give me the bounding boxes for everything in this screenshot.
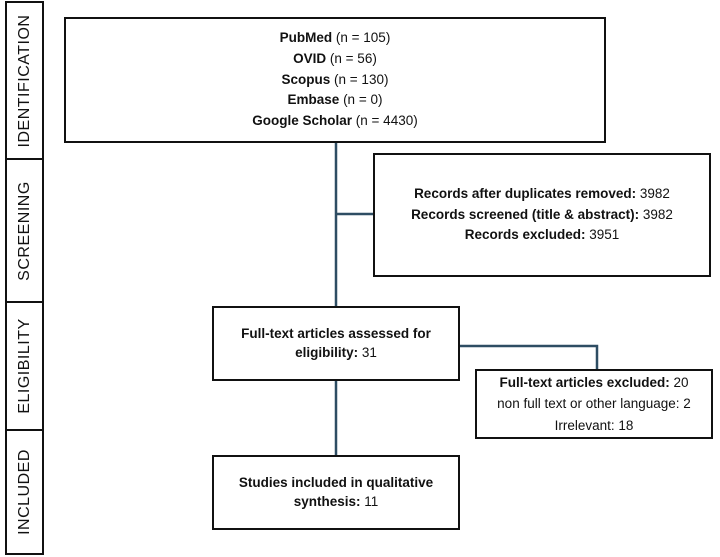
excluded-reason: non full text or other language: 2 xyxy=(497,396,691,412)
source-row: OVID (n = 56) xyxy=(293,50,377,66)
phase-label-identification: IDENTIFICATION xyxy=(15,14,33,147)
phase-label-eligibility: ELIGIBILITY xyxy=(15,318,33,414)
eligibility-box: Full-text articles assessed for eligibil… xyxy=(212,306,460,381)
source-row: Scopus (n = 130) xyxy=(281,71,389,87)
source-row: PubMed (n = 105) xyxy=(279,29,391,45)
screening-box: Records after duplicates removed: 3982 R… xyxy=(373,153,711,277)
screening-row: Records screened (title & abstract): 398… xyxy=(411,206,673,222)
phase-eligibility: ELIGIBILITY xyxy=(5,301,44,431)
included-text: Studies included in qualitative synthesi… xyxy=(238,475,434,509)
excluded-heading: Full-text articles excluded: 20 xyxy=(499,374,689,390)
phase-screening: SCREENING xyxy=(5,158,44,303)
screening-row: Records excluded: 3951 xyxy=(464,227,620,243)
phase-included: INCLUDED xyxy=(5,429,44,555)
phase-label-screening: SCREENING xyxy=(15,180,33,281)
identification-box: PubMed (n = 105) OVID (n = 56) Scopus (n… xyxy=(64,17,606,143)
phase-label-included: INCLUDED xyxy=(15,449,33,535)
connector-to-excluded xyxy=(459,344,599,369)
screening-row: Records after duplicates removed: 3982 xyxy=(414,185,670,201)
included-box: Studies included in qualitative synthesi… xyxy=(212,455,460,530)
phase-identification: IDENTIFICATION xyxy=(5,1,44,160)
excluded-box: Full-text articles excluded: 20 non full… xyxy=(475,369,713,439)
excluded-reason: Irrelevant: 18 xyxy=(554,417,634,433)
source-row: Google Scholar (n = 4430) xyxy=(252,113,418,129)
source-row: Embase (n = 0) xyxy=(287,92,383,108)
eligibility-text: Full-text articles assessed for eligibil… xyxy=(241,326,431,360)
